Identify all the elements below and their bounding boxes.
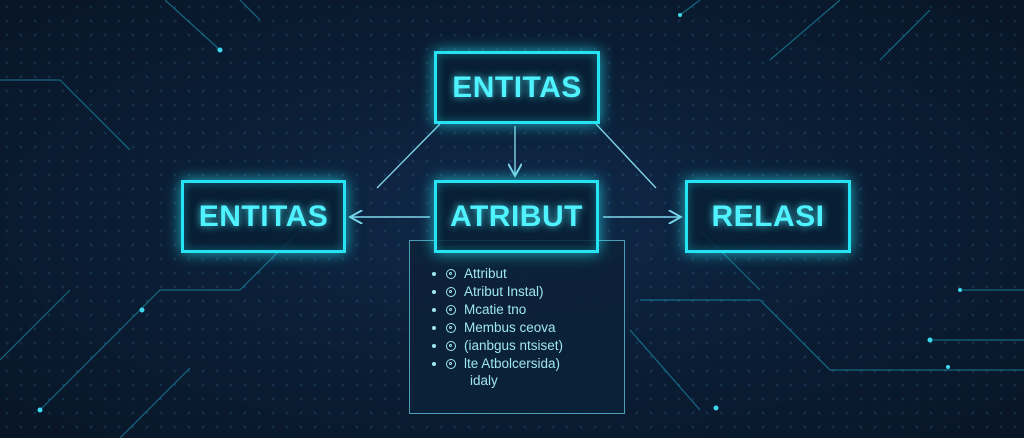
attribute-node-center: ATRIBUT (434, 180, 599, 253)
entity-node-left: ENTITAS (181, 180, 346, 253)
attribute-details-panel: Attribut Atribut Instal) Mcatie tno Memb… (409, 240, 625, 414)
attribute-list-continuation: idaly (470, 373, 498, 388)
attribute-list: Attribut Atribut Instal) Mcatie tno Memb… (432, 265, 563, 373)
target-icon (446, 323, 456, 333)
relation-node-right: RELASI (685, 180, 851, 253)
entity-node-top-label: ENTITAS (452, 70, 582, 104)
entity-node-left-label: ENTITAS (198, 199, 329, 233)
target-icon (446, 305, 456, 315)
entity-node-top: ENTITAS (434, 51, 600, 124)
attribute-list-item: lte Atbolcersida) (432, 355, 563, 373)
target-icon (446, 359, 456, 369)
attribute-list-item: Attribut (432, 265, 563, 283)
connector-top-to-right-diagonal (595, 123, 657, 189)
attribute-list-item: Membus ceova (432, 319, 563, 337)
target-icon (446, 341, 456, 351)
target-icon (446, 269, 456, 279)
attribute-list-item: Atribut Instal) (432, 283, 563, 301)
target-icon (446, 287, 456, 297)
attribute-node-center-label: ATRIBUT (450, 199, 583, 233)
relation-node-right-label: RELASI (711, 199, 825, 233)
connector-top-to-left-diagonal (376, 123, 441, 189)
attribute-list-item: (ianbgus ntsiset) (432, 337, 563, 355)
attribute-list-item: Mcatie tno (432, 301, 563, 319)
